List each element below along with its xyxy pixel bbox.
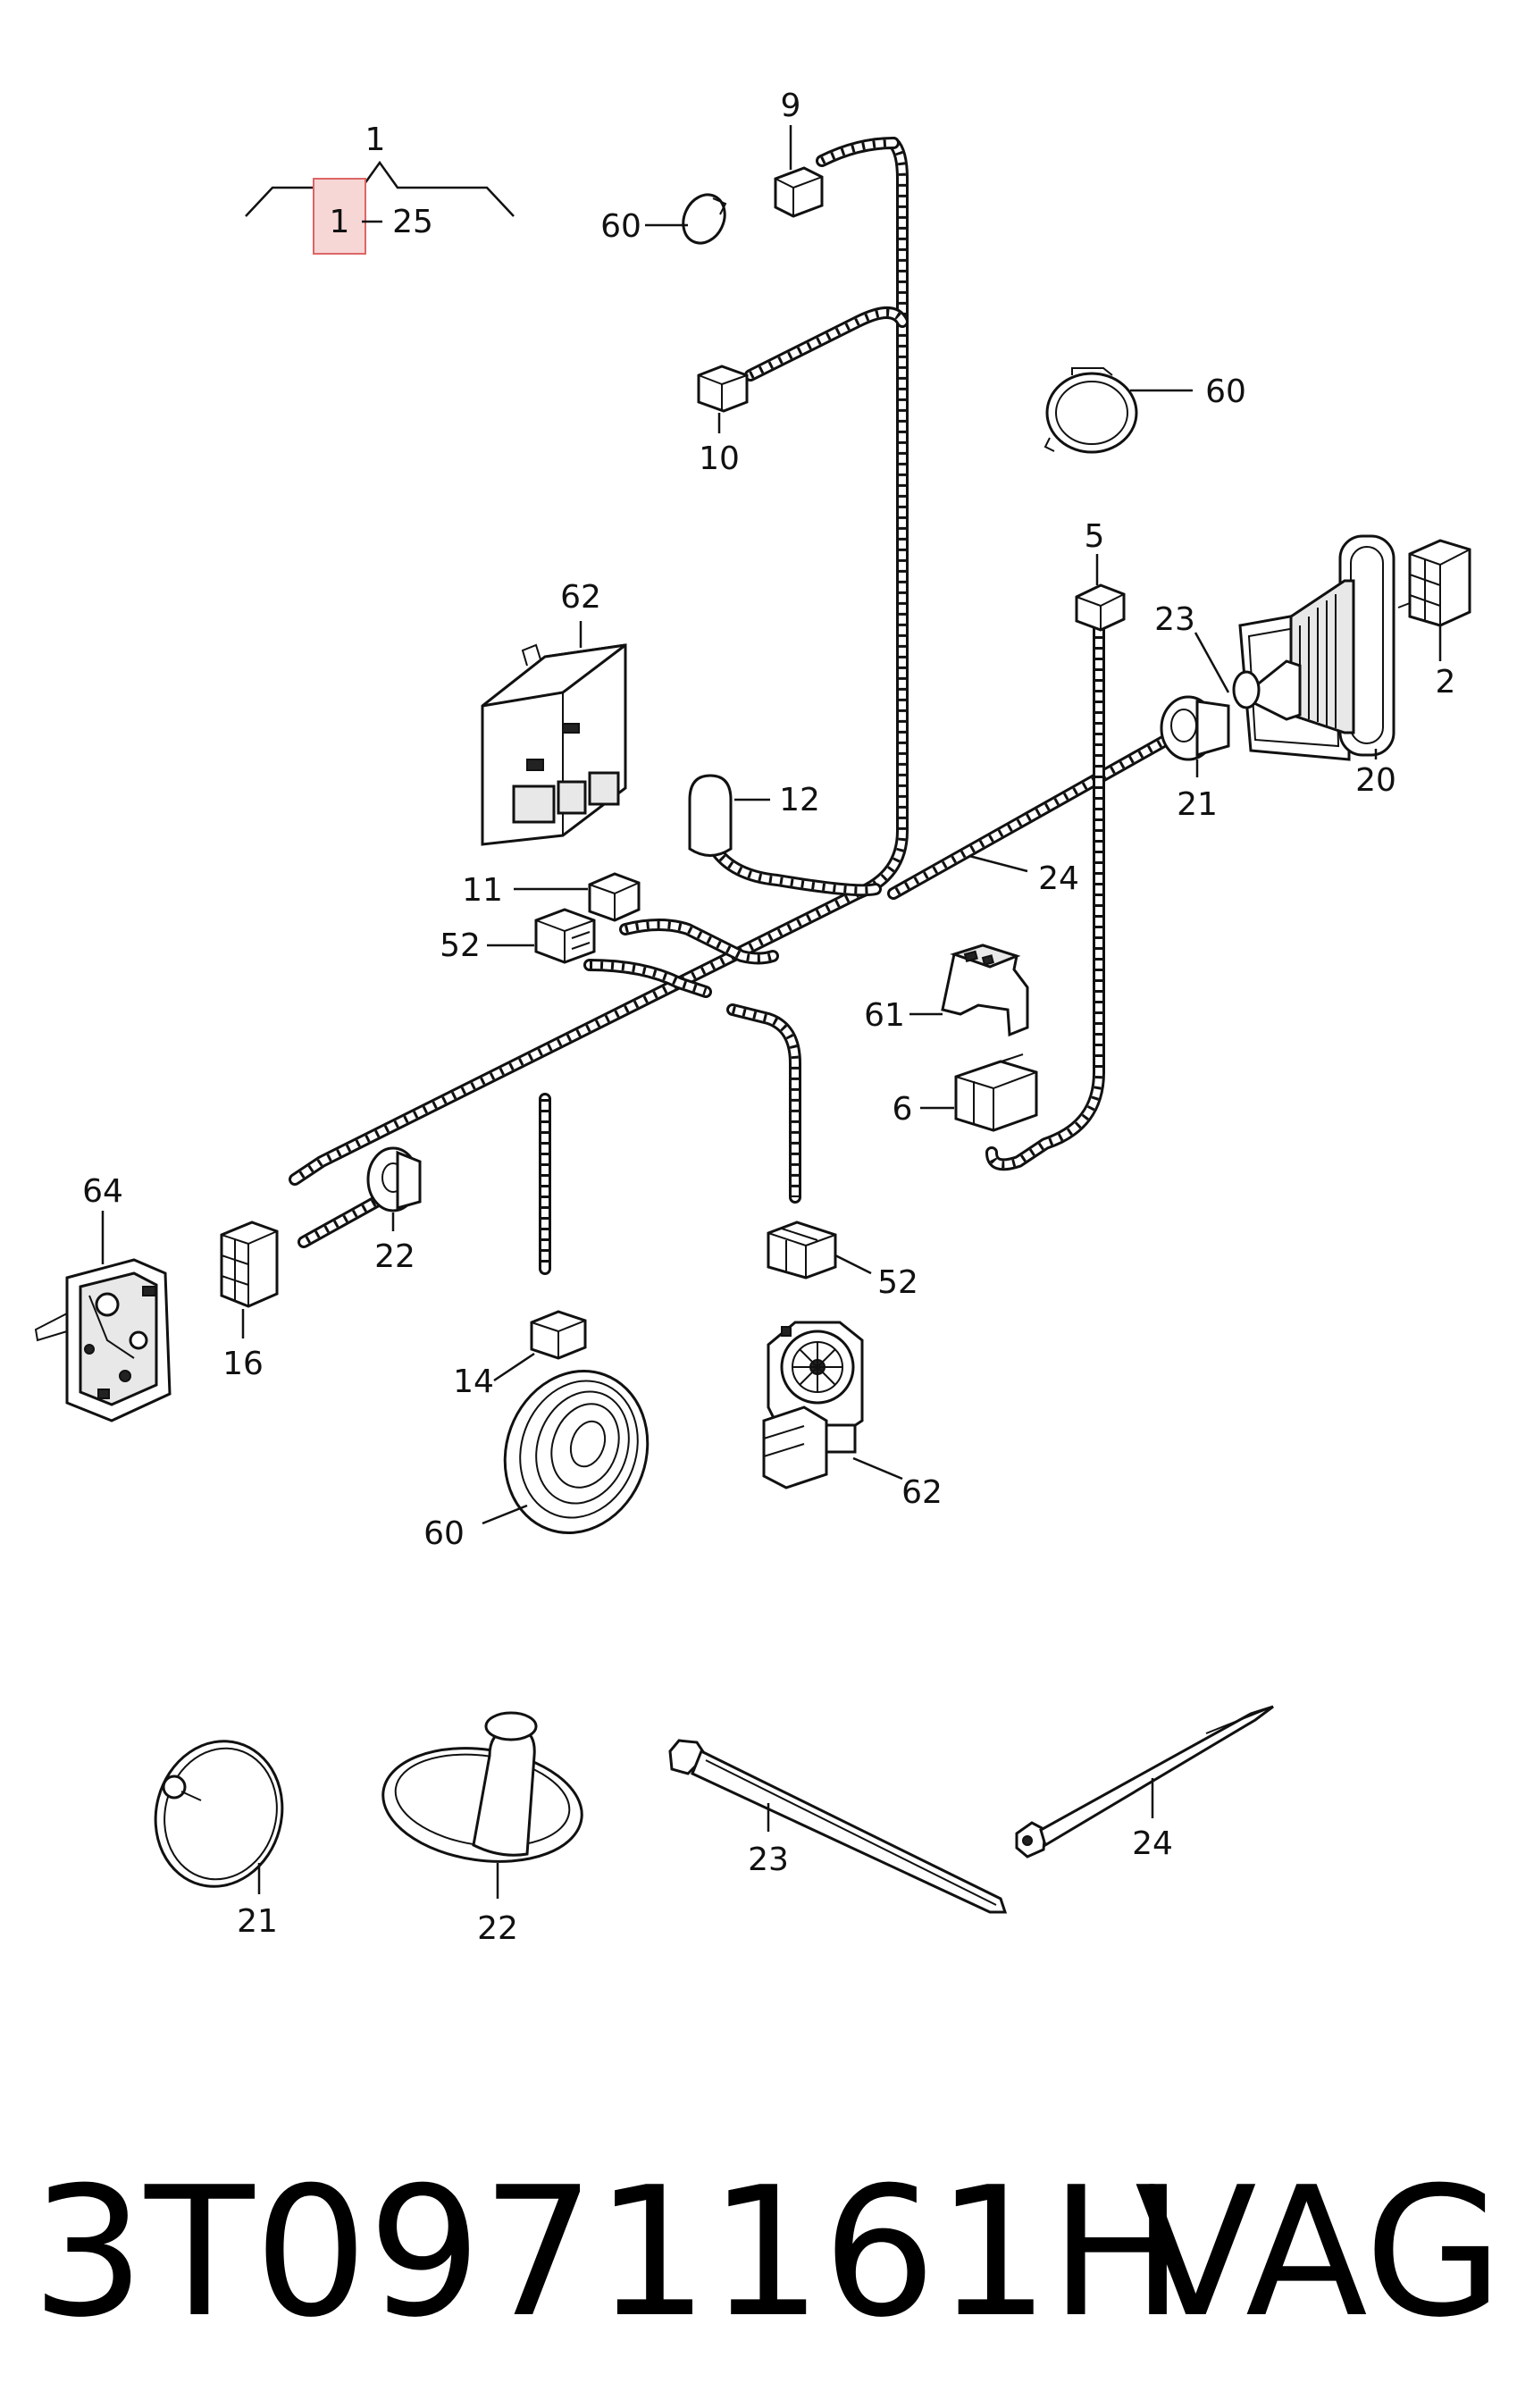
switch-61[interactable] bbox=[941, 944, 1029, 1037]
grommet-22-bottom[interactable] bbox=[375, 1711, 589, 1874]
callout-2: 2 bbox=[1436, 664, 1456, 701]
range-bracket bbox=[245, 160, 515, 217]
door-control-module-62[interactable] bbox=[481, 643, 627, 846]
callout-62-motor: 62 bbox=[901, 1474, 943, 1511]
window-motor-62[interactable] bbox=[762, 1321, 864, 1489]
callout-10: 10 bbox=[699, 440, 740, 477]
callout-11: 11 bbox=[462, 872, 503, 909]
callout-22-top: 22 bbox=[374, 1238, 415, 1275]
callout-9: 9 bbox=[781, 88, 801, 124]
connector-2[interactable] bbox=[1397, 539, 1471, 627]
callout-62-module: 62 bbox=[560, 579, 601, 616]
connector-9[interactable] bbox=[774, 166, 824, 218]
callout-60-ring: 60 bbox=[1205, 373, 1246, 410]
callout-23-bottom: 23 bbox=[748, 1842, 789, 1878]
range-highlight-box[interactable] bbox=[313, 178, 366, 255]
connector-6[interactable] bbox=[954, 1053, 1038, 1132]
connector-16[interactable] bbox=[220, 1221, 279, 1308]
cap-12[interactable] bbox=[688, 774, 733, 857]
range-last-label: 25 bbox=[392, 204, 433, 240]
callout-5: 5 bbox=[1085, 518, 1105, 555]
callout-14: 14 bbox=[453, 1363, 494, 1400]
range-group-label: 1 bbox=[365, 122, 386, 158]
range-header: 1 1 25 bbox=[245, 122, 515, 255]
leader-52-bottom bbox=[834, 1254, 872, 1275]
callout-12: 12 bbox=[779, 782, 820, 818]
door-lock-64[interactable] bbox=[34, 1258, 172, 1422]
leader-14 bbox=[493, 1352, 535, 1382]
part-number-caption: 3T0971161H bbox=[31, 2149, 1185, 2357]
connector-52-bottom[interactable] bbox=[767, 1221, 837, 1280]
wiring-harness bbox=[289, 137, 1186, 1275]
cable-tie-23[interactable] bbox=[668, 1739, 1008, 1914]
grommet-60-small[interactable] bbox=[675, 188, 733, 249]
door-boot-20[interactable] bbox=[1232, 534, 1395, 761]
connector-10[interactable] bbox=[697, 365, 749, 413]
leader-62-motor bbox=[852, 1456, 903, 1481]
leader-60-speaker bbox=[482, 1504, 528, 1525]
speaker-60[interactable] bbox=[482, 1351, 670, 1553]
grommet-22[interactable] bbox=[366, 1146, 422, 1212]
callout-52-top: 52 bbox=[440, 927, 481, 964]
callout-16: 16 bbox=[222, 1346, 264, 1382]
connector-52-top[interactable] bbox=[534, 908, 596, 964]
leader-24-top bbox=[968, 854, 1028, 873]
connector-11[interactable] bbox=[588, 872, 641, 922]
grommet-ring-21[interactable] bbox=[139, 1727, 298, 1901]
connector-5[interactable] bbox=[1075, 583, 1126, 632]
callout-24-top: 24 bbox=[1038, 860, 1079, 897]
cable-tie-24[interactable] bbox=[1015, 1705, 1274, 1858]
callout-52-bottom: 52 bbox=[877, 1264, 918, 1301]
grommet-ring-60[interactable] bbox=[1043, 367, 1138, 454]
connector-14[interactable] bbox=[530, 1310, 587, 1360]
callout-21-top: 21 bbox=[1177, 786, 1218, 823]
callout-61: 61 bbox=[864, 997, 905, 1034]
callout-23-top: 23 bbox=[1154, 601, 1195, 638]
grommet-21[interactable] bbox=[1160, 695, 1230, 761]
brand-caption: VAG bbox=[1135, 2149, 1503, 2357]
range-first-label: 1 bbox=[330, 204, 350, 240]
callout-20: 20 bbox=[1355, 762, 1396, 799]
callout-64: 64 bbox=[82, 1173, 123, 1210]
callout-21-bottom: 21 bbox=[237, 1903, 278, 1940]
leader-23-top bbox=[1194, 632, 1230, 693]
callout-60-speaker: 60 bbox=[423, 1515, 465, 1552]
callout-24-bottom: 24 bbox=[1132, 1825, 1173, 1862]
callout-6: 6 bbox=[893, 1091, 913, 1128]
callout-60-top: 60 bbox=[600, 208, 641, 245]
callout-22-bottom: 22 bbox=[477, 1910, 518, 1947]
